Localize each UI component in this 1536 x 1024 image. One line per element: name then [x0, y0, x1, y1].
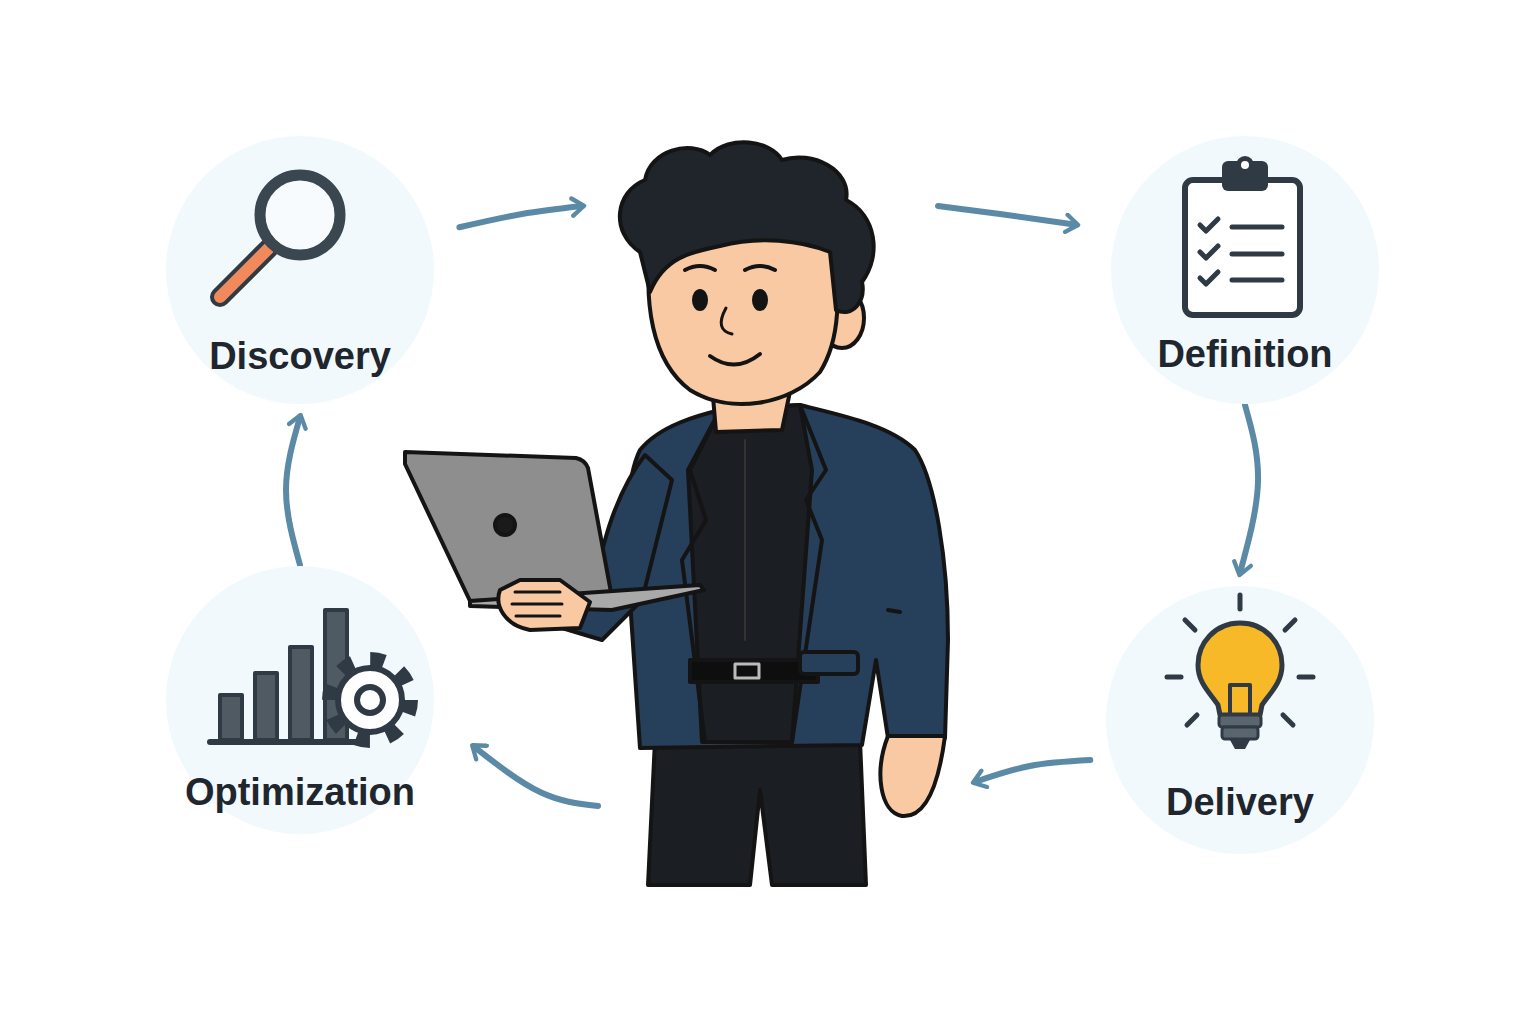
- arrow-segment: [459, 206, 582, 227]
- stage-circle: Optimization: [165, 565, 435, 835]
- stage-label: Delivery: [1166, 782, 1314, 824]
- cycle-arrow: [286, 417, 300, 565]
- stage-circle: Discovery: [165, 135, 435, 405]
- arrow-segment: [938, 206, 1076, 225]
- cycle-arrow: [474, 747, 1090, 806]
- cycle-arrow: [459, 206, 1076, 227]
- stage-circle: Delivery: [1105, 585, 1375, 855]
- stage-label: Definition: [1157, 334, 1332, 376]
- stage-label: Discovery: [209, 336, 391, 378]
- stage-label: Optimization: [185, 772, 415, 814]
- arrow-segment: [474, 747, 598, 806]
- arrow-segment: [286, 417, 300, 565]
- arrow-segment: [1240, 405, 1258, 573]
- stage-circle: Definition: [1110, 135, 1380, 405]
- arrow-segment: [975, 760, 1090, 782]
- cycle-arrow: [1240, 405, 1258, 573]
